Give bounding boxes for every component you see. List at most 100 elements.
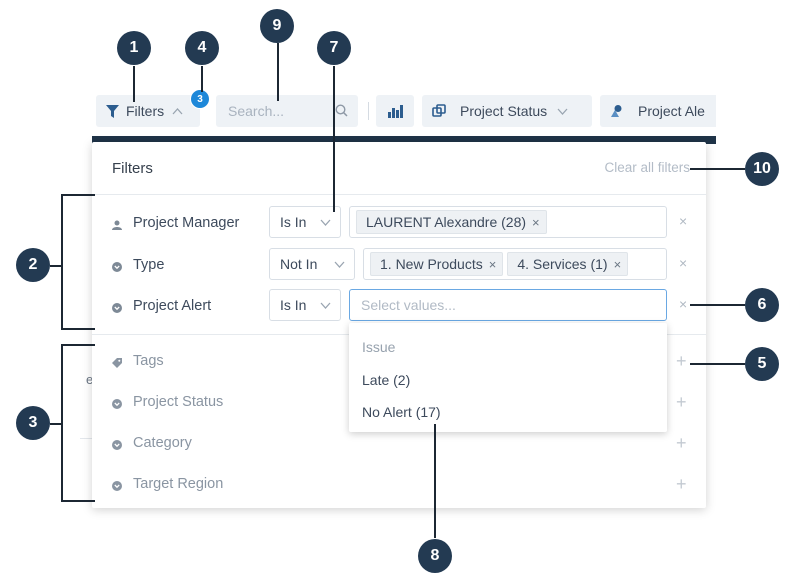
- filter-label: Target Region: [112, 476, 223, 492]
- available-filter-row[interactable]: Category +: [92, 430, 706, 460]
- chevron-down-icon: [557, 108, 568, 115]
- alert-shapes-icon: [610, 104, 624, 118]
- chevron-circle-icon: [112, 260, 122, 272]
- filter-funnel-icon: [106, 104, 119, 118]
- filter-label: Project Alert: [112, 298, 211, 314]
- bracket: [61, 194, 63, 330]
- chevron-down-icon: [320, 302, 331, 309]
- callout-connector: [434, 424, 436, 538]
- callout-connector: [690, 363, 745, 365]
- remove-filter-icon[interactable]: ×: [679, 255, 688, 271]
- chevron-up-icon: [172, 107, 183, 115]
- remove-chip-icon[interactable]: ×: [532, 214, 540, 230]
- operator-select[interactable]: Is In: [269, 289, 341, 321]
- dropdown-option[interactable]: No Alert (17): [362, 404, 441, 420]
- panel-title: Filters: [112, 160, 153, 177]
- value-chip: 4. Services (1) ×: [507, 252, 629, 276]
- filter-label-text: Category: [133, 435, 192, 451]
- chevron-down-icon: [320, 219, 331, 226]
- available-filter-row[interactable]: Project Status +: [92, 389, 706, 419]
- value-chip: LAURENT Alexandre (28) ×: [356, 210, 547, 234]
- callout-9: 9: [260, 9, 294, 43]
- select-values-placeholder: Select values...: [361, 297, 456, 313]
- add-filter-icon[interactable]: +: [676, 392, 687, 412]
- operator-value: Is In: [280, 214, 307, 230]
- panel-header-divider: [92, 194, 706, 195]
- filter-label-text: Target Region: [133, 476, 224, 492]
- callout-connector: [201, 66, 203, 92]
- available-filter-row[interactable]: Tags +: [92, 348, 706, 378]
- bracket: [61, 328, 95, 330]
- chevron-circle-icon: [112, 479, 122, 491]
- values-dropdown: Issue Late (2) No Alert (17): [349, 323, 667, 432]
- search-input[interactable]: Search...: [216, 95, 358, 127]
- callout-connector: [133, 66, 135, 102]
- callout-connector: [690, 304, 745, 306]
- remove-filter-icon[interactable]: ×: [679, 213, 688, 229]
- filter-label-text: Project Alert: [133, 298, 212, 314]
- remove-chip-icon[interactable]: ×: [613, 256, 622, 272]
- callout-7: 7: [317, 31, 351, 65]
- filter-label: Category: [112, 435, 192, 451]
- chevron-circle-icon: [112, 438, 122, 450]
- search-placeholder: Search...: [228, 103, 285, 119]
- add-filter-icon[interactable]: +: [676, 433, 687, 453]
- toolbar: Filters 3 Search... Project Status Proje…: [92, 88, 716, 134]
- operator-select[interactable]: Is In: [269, 206, 341, 238]
- dropdown-option[interactable]: Late (2): [362, 372, 411, 388]
- chevron-circle-icon: [112, 301, 122, 313]
- callout-2: 2: [16, 248, 50, 282]
- filters-button[interactable]: Filters: [96, 95, 200, 127]
- callout-3: 3: [16, 406, 50, 440]
- active-filter-row: Type Not In 1. New Products × 4. Service…: [92, 248, 706, 282]
- callout-connector: [333, 66, 335, 212]
- bracket: [61, 344, 95, 346]
- filter-label: Project Manager: [112, 215, 239, 231]
- filter-label-text: Tags: [133, 353, 164, 369]
- bracket: [61, 194, 95, 196]
- operator-value: Is In: [280, 297, 307, 313]
- project-alert-label: Project Ale: [638, 103, 705, 119]
- operator-select[interactable]: Not In: [269, 248, 355, 280]
- callout-1: 1: [117, 31, 151, 65]
- select-values-input[interactable]: Select values...: [349, 289, 667, 321]
- person-icon: [112, 218, 122, 230]
- clear-all-filters-link[interactable]: Clear all filters: [604, 160, 690, 175]
- project-status-label: Project Status: [460, 103, 548, 119]
- active-filters-count-badge: 3: [190, 89, 210, 109]
- chip-label: 4. Services (1): [517, 256, 608, 272]
- toolbar-separator: [368, 102, 369, 120]
- active-filter-row: Project Manager Is In LAURENT Alexandre …: [92, 206, 706, 240]
- bracket: [50, 265, 62, 267]
- chart-view-button[interactable]: [376, 95, 414, 127]
- callout-8: 8: [418, 539, 452, 573]
- callout-connector: [690, 168, 745, 170]
- value-chip: 1. New Products ×: [370, 252, 504, 276]
- filter-label: Tags: [112, 353, 164, 369]
- project-status-dropdown[interactable]: Project Status: [422, 95, 592, 127]
- bar-chart-icon: [387, 104, 403, 118]
- add-filter-icon[interactable]: +: [676, 351, 687, 371]
- background-divider: [80, 438, 94, 439]
- chevron-circle-icon: [112, 397, 122, 409]
- available-filter-row[interactable]: Target Region +: [92, 471, 706, 501]
- chevron-down-icon: [334, 261, 345, 268]
- dashboard-header-bar: [92, 136, 716, 144]
- background-widget-text: el: [86, 372, 96, 387]
- bracket: [61, 344, 63, 502]
- values-field[interactable]: 1. New Products × 4. Services (1) ×: [363, 248, 667, 280]
- search-icon: [335, 104, 348, 117]
- tag-icon: [112, 356, 122, 368]
- active-filter-row: Project Alert Is In Select values... ×: [92, 289, 706, 323]
- values-field[interactable]: LAURENT Alexandre (28) ×: [349, 206, 667, 238]
- bracket: [50, 423, 62, 425]
- remove-chip-icon[interactable]: ×: [488, 256, 497, 272]
- add-filter-icon[interactable]: +: [676, 474, 687, 494]
- filter-label-text: Project Manager: [133, 215, 240, 231]
- callout-4: 4: [185, 31, 219, 65]
- filters-button-label: Filters: [126, 103, 165, 119]
- remove-filter-icon[interactable]: ×: [679, 296, 688, 312]
- project-alert-dropdown[interactable]: Project Ale: [600, 95, 716, 127]
- dropdown-group-label: Issue: [362, 339, 396, 355]
- filter-label-text: Project Status: [133, 394, 224, 410]
